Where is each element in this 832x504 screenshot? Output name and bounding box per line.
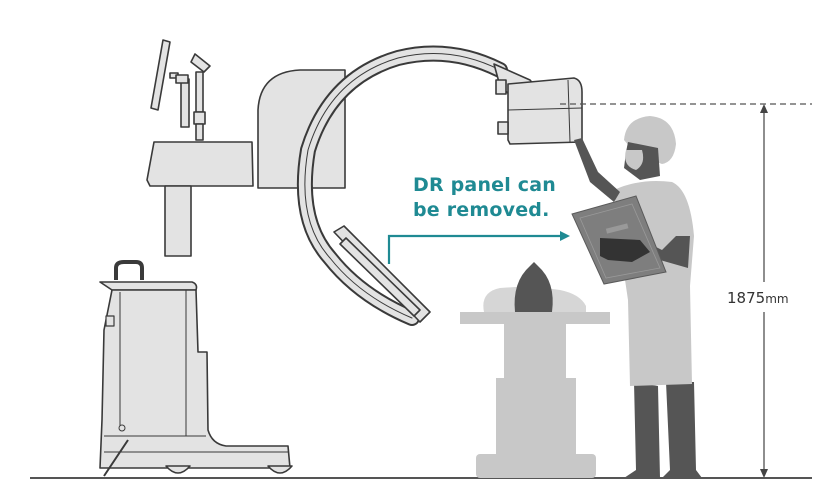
monitor-icon <box>150 39 190 128</box>
c-arc <box>296 45 508 326</box>
secondary-display-icon <box>190 53 211 141</box>
column-head <box>146 141 254 187</box>
callout-line-2: be removed. <box>413 199 550 221</box>
patient-table <box>460 262 610 478</box>
height-unit: mm <box>765 292 789 306</box>
rear-wheel <box>267 465 293 474</box>
x-ray-tube-head <box>493 63 583 145</box>
c-arm-unit <box>99 39 346 477</box>
removed-dr-panel <box>571 195 667 285</box>
operator-figure <box>574 116 702 478</box>
vertical-column <box>164 185 192 257</box>
dr-panel-holder <box>333 225 431 323</box>
front-wheel <box>165 465 191 474</box>
height-dimension-label: 1875mm <box>727 286 789 309</box>
operator-mask <box>625 150 644 170</box>
callout-arrow <box>387 231 570 264</box>
height-value: 1875 <box>727 289 766 307</box>
cabinet <box>99 289 291 469</box>
patient-head <box>514 262 553 312</box>
operator-hand <box>600 238 650 262</box>
push-handle <box>114 260 144 280</box>
dr-panel-callout: DR panel can be removed. <box>413 173 556 223</box>
arm-housing <box>257 69 346 189</box>
height-dimension-arrow <box>760 104 768 478</box>
callout-line-1: DR panel can <box>413 174 556 196</box>
